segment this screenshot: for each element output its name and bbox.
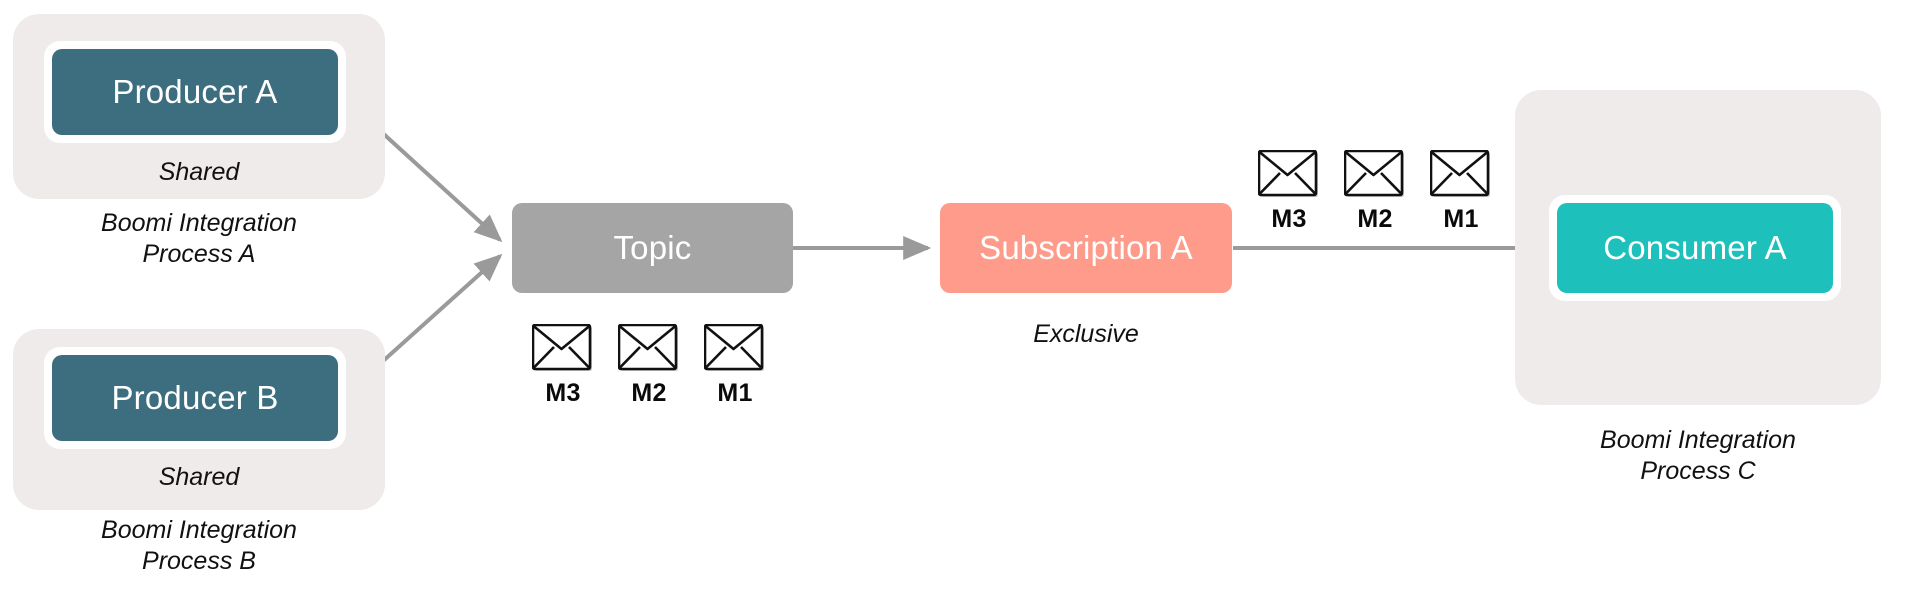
consumer-a-process-line1: Boomi Integration — [1600, 426, 1796, 454]
producer-b-process-label: Boomi Integration Process B — [13, 515, 385, 576]
producer-a-label: Producer A — [52, 49, 338, 135]
message-item: M3 — [1258, 150, 1320, 234]
producer-b-process-line1: Boomi Integration — [101, 516, 297, 544]
message-caption: M2 — [1357, 205, 1393, 233]
producer-a-node[interactable]: Producer A — [44, 41, 346, 143]
consumer-a-label: Consumer A — [1557, 203, 1833, 293]
message-item: M1 — [1430, 150, 1492, 234]
message-item: M3 — [532, 324, 594, 408]
message-caption: M2 — [631, 379, 667, 407]
message-caption: M3 — [545, 379, 581, 407]
producer-b-process-line2: Process B — [142, 546, 256, 575]
producer-a-process-label: Boomi Integration Process A — [13, 208, 385, 269]
subscription-a-label: Subscription A — [979, 229, 1193, 266]
message-item: M2 — [1344, 150, 1406, 234]
consumer-a-process-label: Boomi Integration Process C — [1515, 425, 1881, 486]
producer-b-node[interactable]: Producer B — [44, 347, 346, 449]
subscription-a-node[interactable]: Subscription A — [940, 203, 1232, 293]
producer-a-process-line2: Process A — [142, 239, 256, 268]
topic-label: Topic — [613, 229, 692, 266]
topic-message-group: M3 M2 M1 — [532, 324, 766, 408]
message-caption: M1 — [1443, 205, 1479, 233]
producer-a-mode-label: Shared — [158, 158, 240, 186]
producer-a-process-line1: Boomi Integration — [101, 209, 297, 237]
message-item: M1 — [704, 324, 766, 408]
message-item: M2 — [618, 324, 680, 408]
consumer-message-group: M3 M2 M1 — [1258, 150, 1492, 234]
envelope-icon — [532, 324, 592, 371]
message-caption: M3 — [1271, 205, 1307, 233]
consumer-a-node[interactable]: Consumer A — [1549, 195, 1841, 301]
envelope-icon — [1258, 150, 1318, 197]
envelope-icon — [1344, 150, 1404, 197]
topic-node[interactable]: Topic — [512, 203, 793, 293]
envelope-icon — [704, 324, 764, 371]
producer-b-label: Producer B — [52, 355, 338, 441]
envelope-icon — [618, 324, 678, 371]
subscription-a-mode-label: Exclusive — [1033, 320, 1139, 348]
producer-b-mode-label: Shared — [158, 463, 240, 491]
envelope-icon — [1430, 150, 1490, 197]
consumer-a-process-line2: Process C — [1640, 456, 1756, 485]
message-caption: M1 — [717, 379, 753, 407]
